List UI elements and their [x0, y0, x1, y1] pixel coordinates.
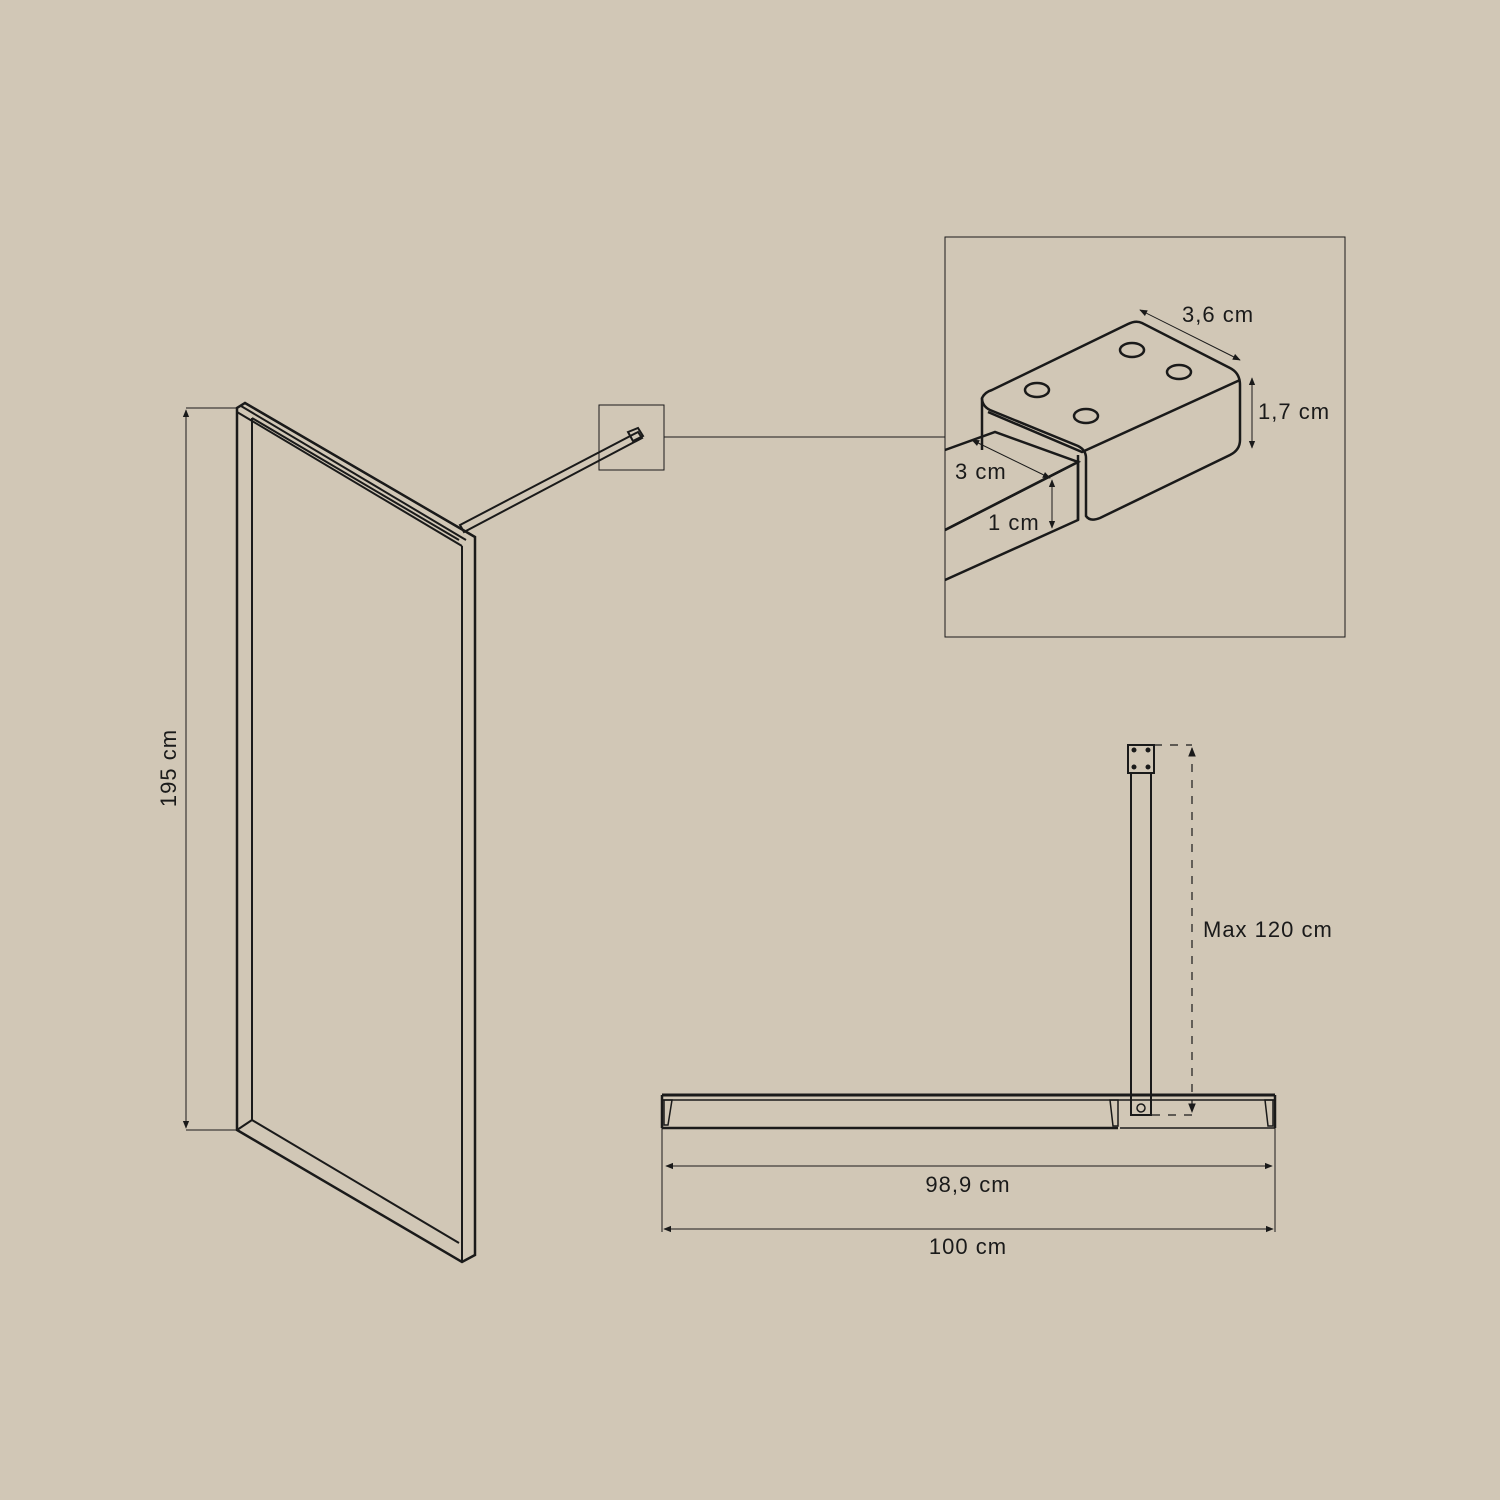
top-view [660, 744, 1277, 1130]
bracket-length-label: 3,6 cm [1182, 302, 1254, 327]
panel-isometric [235, 401, 645, 1264]
total-width-label: 100 cm [929, 1234, 1007, 1259]
height-dimension [182, 407, 237, 1131]
glass-width-label: 98,9 cm [925, 1172, 1010, 1197]
arm-length-label: Max 120 cm [1203, 917, 1333, 942]
bracket-height-label: 1,7 cm [1258, 399, 1330, 424]
bracket-screws [1131, 747, 1151, 770]
bar-width-label: 3 cm [955, 459, 1007, 484]
detail-box [944, 236, 1346, 638]
bracket-detail [944, 320, 1242, 582]
height-label: 195 cm [156, 729, 181, 807]
bar-height-label: 1 cm [988, 510, 1040, 535]
